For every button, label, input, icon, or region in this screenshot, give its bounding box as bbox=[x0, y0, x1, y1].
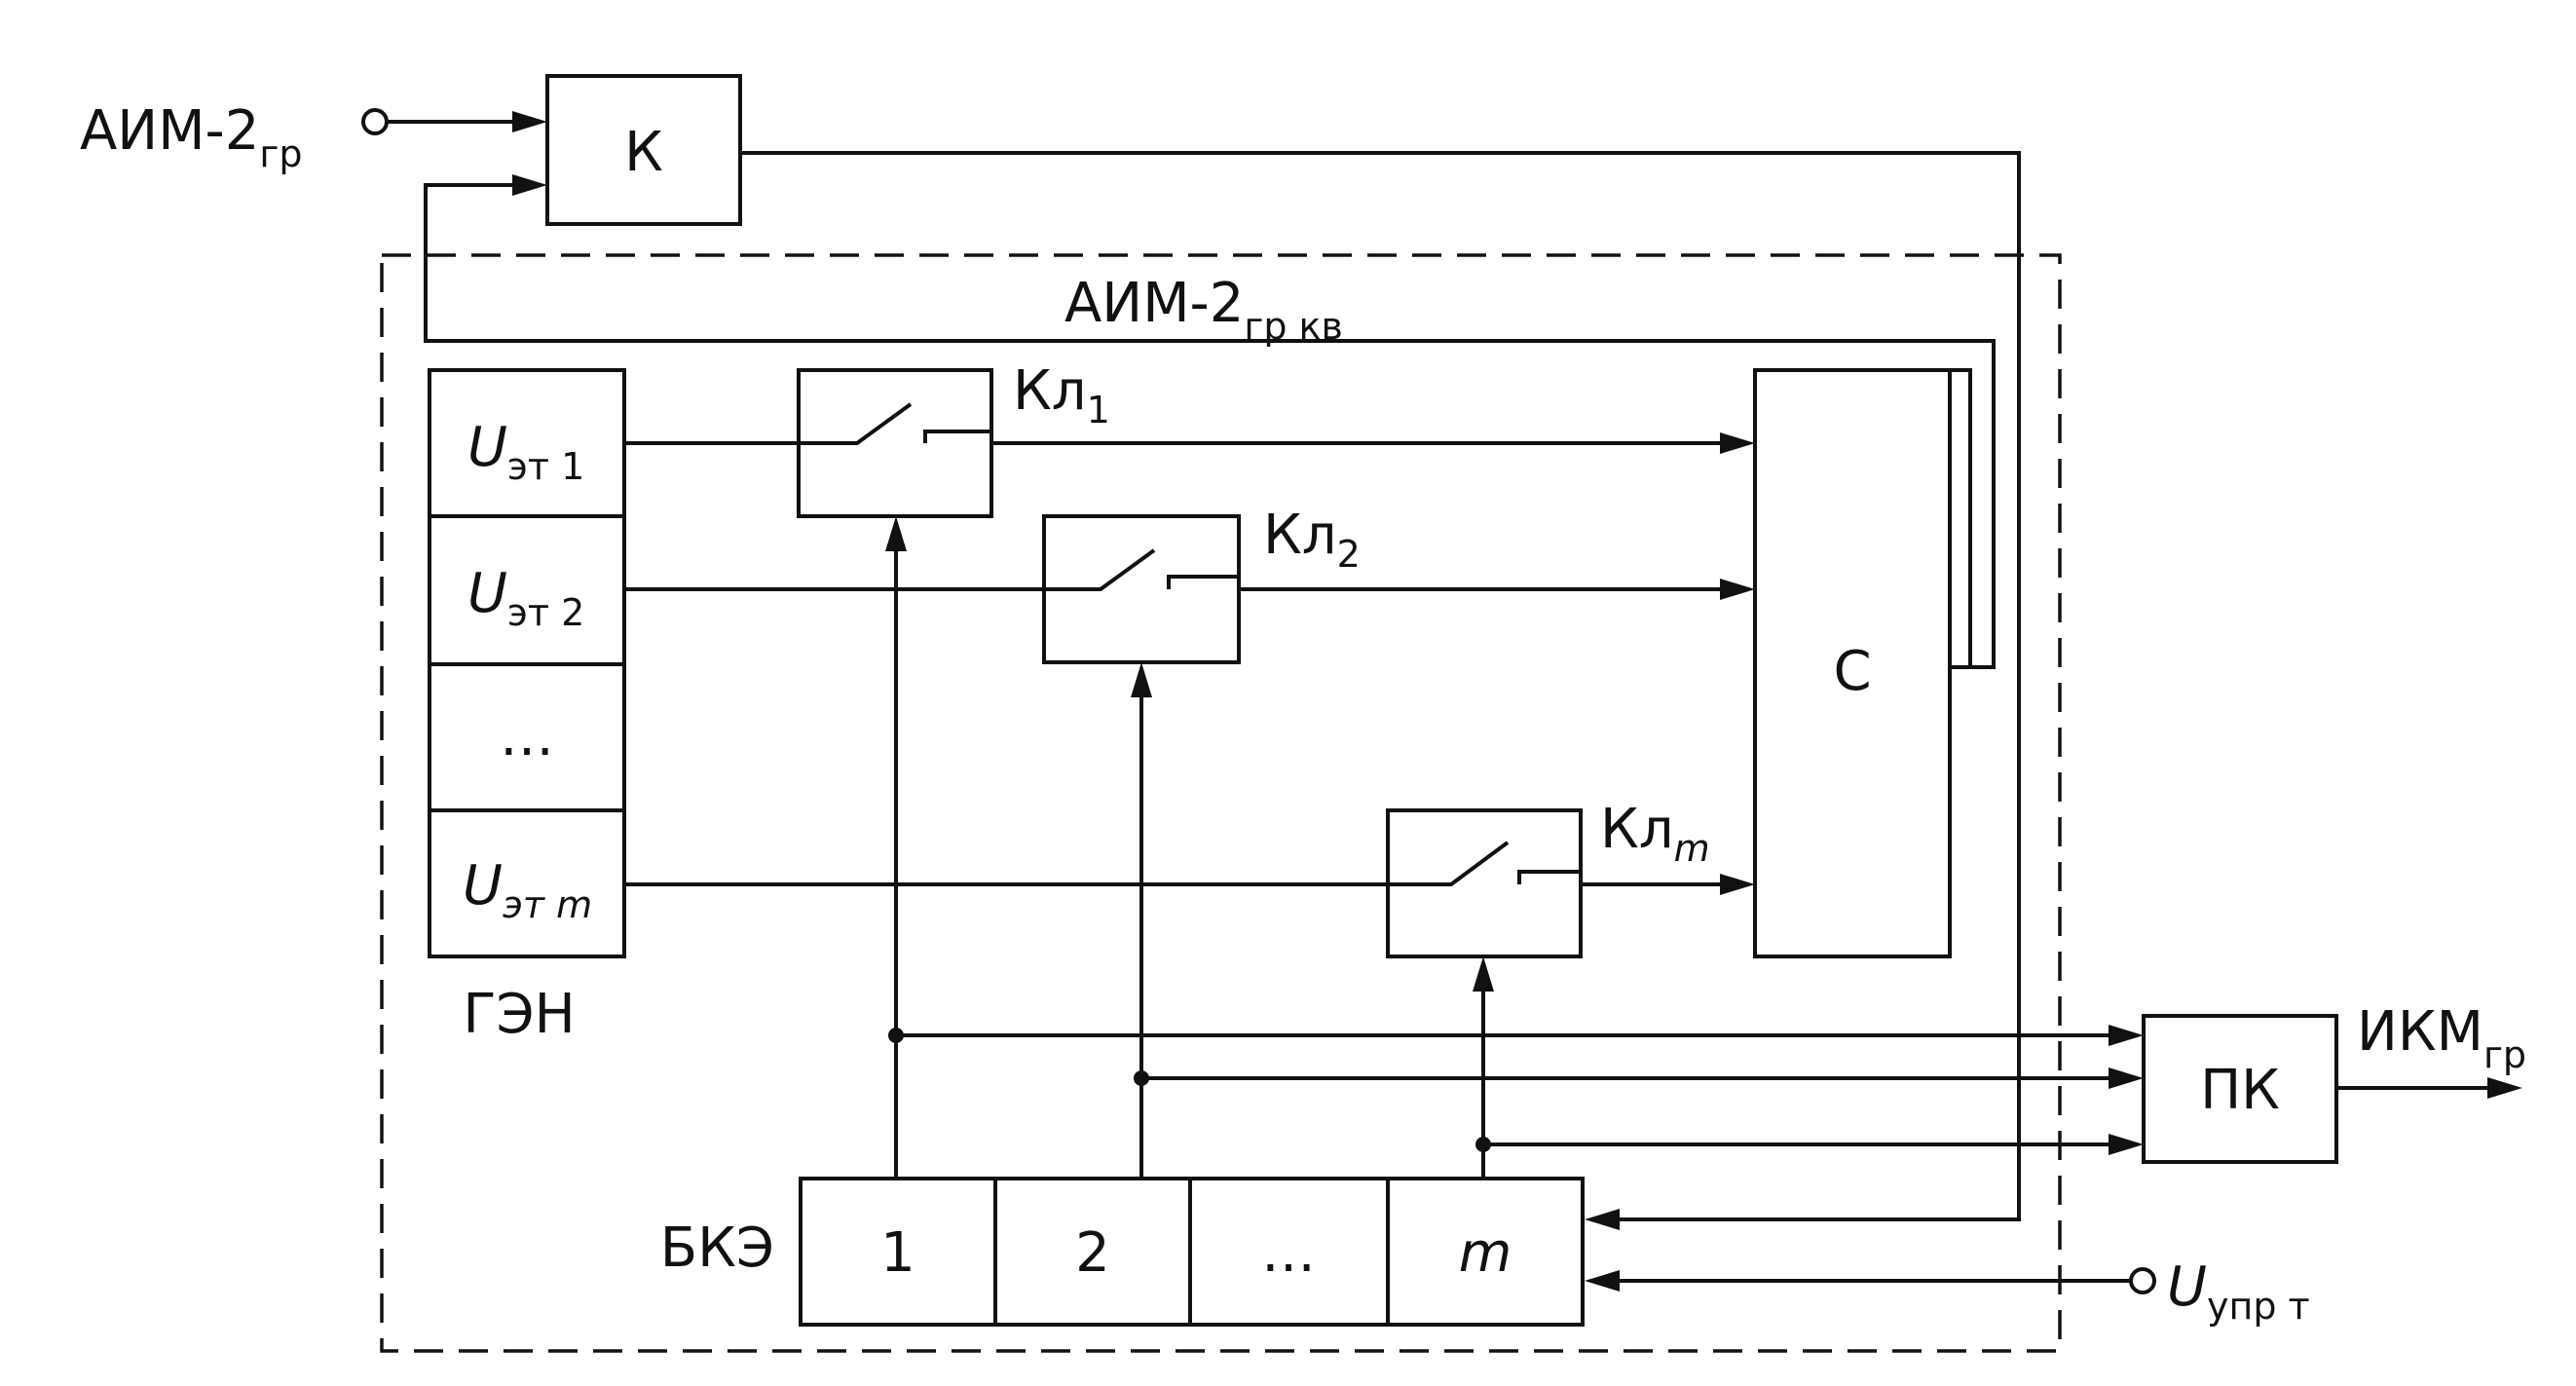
comparator-label: К bbox=[624, 121, 663, 184]
reference-cell-2: Uэт 2 bbox=[467, 562, 584, 634]
bke-cell-1: 1 bbox=[880, 1221, 915, 1285]
bke-cell-ellipsis: … bbox=[1261, 1221, 1316, 1285]
code-converter-label: ПК bbox=[2200, 1059, 2280, 1122]
switch-key-1-label: Кл1 bbox=[1013, 359, 1110, 431]
switch-key-m-label: Клm bbox=[1600, 798, 1710, 870]
comparator-block-k bbox=[545, 74, 742, 226]
feedback-aim-label: АИМ-2гр кв bbox=[1064, 272, 1343, 348]
control-input-terminal bbox=[2129, 1267, 2156, 1294]
output-ikm-label: ИКМгр bbox=[2357, 1000, 2526, 1076]
bke-cell-2: 2 bbox=[1075, 1221, 1110, 1285]
encoder-enclosure bbox=[380, 253, 2062, 1353]
reference-cell-ellipsis: … bbox=[500, 705, 554, 768]
reference-cell-1: Uэт 1 bbox=[467, 416, 584, 488]
bke-caption: БКЭ bbox=[660, 1217, 774, 1280]
summator-block-c bbox=[1753, 368, 1952, 958]
summator-label: С bbox=[1833, 640, 1871, 703]
switch-key-2-label: Кл2 bbox=[1263, 504, 1361, 576]
reference-generator bbox=[428, 368, 626, 958]
reference-cell-m: Uэт m bbox=[463, 854, 592, 926]
input-aim-terminal bbox=[361, 108, 389, 135]
control-input-label: Uупр т bbox=[2167, 1255, 2310, 1328]
code-element-unit bbox=[799, 1177, 1585, 1327]
input-aim-label: АИМ-2гр bbox=[80, 99, 302, 175]
generator-caption: ГЭН bbox=[463, 983, 575, 1046]
bke-cell-m: m bbox=[1459, 1221, 1512, 1285]
